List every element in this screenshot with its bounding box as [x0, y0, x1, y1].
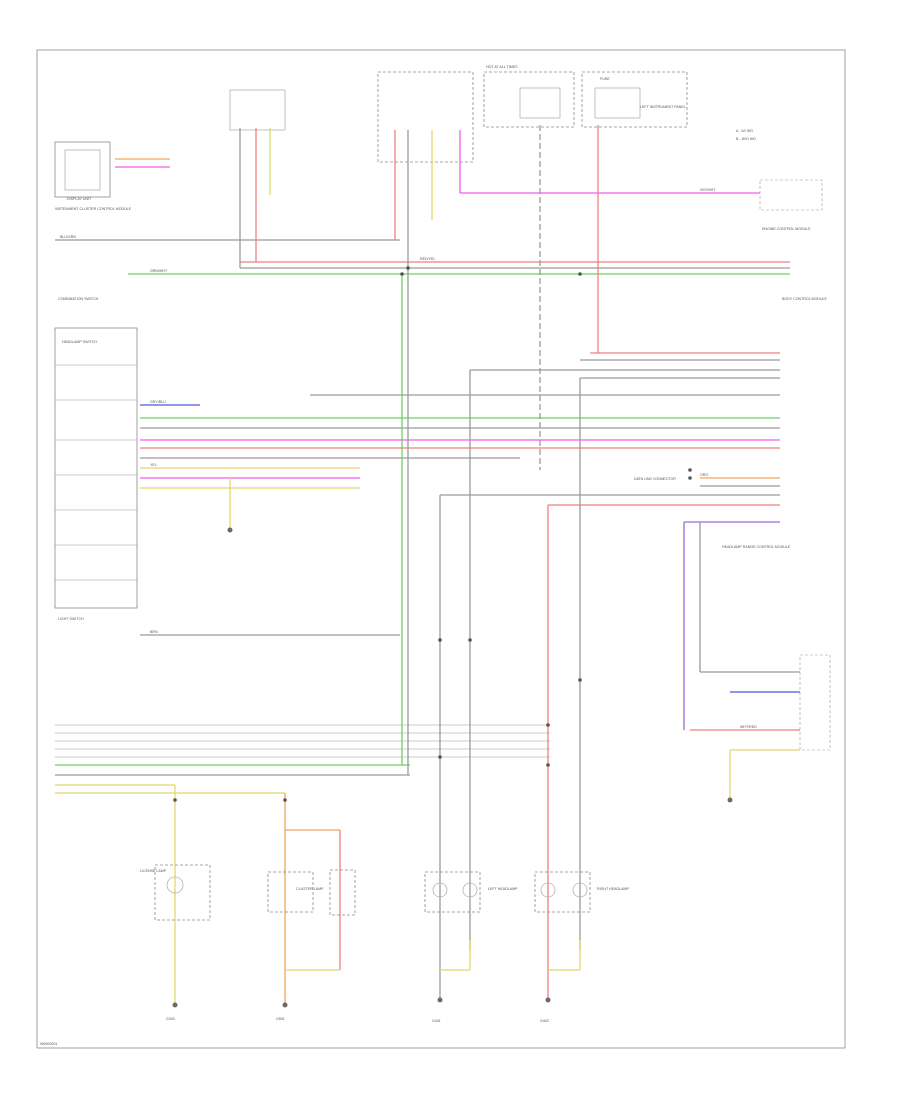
wire-label: WHT/RED — [740, 725, 757, 729]
ground-symbol — [545, 997, 551, 1003]
headlamp-switch-label: HEADLAMP SWITCH — [62, 340, 97, 344]
engine-module-label: ENGINE CONTROL MODULE — [762, 227, 811, 231]
ground-symbol — [227, 527, 233, 533]
wire-label: BRN — [150, 630, 158, 634]
wire-label: ORG — [700, 473, 708, 477]
ground-left-label: G401 — [432, 1019, 441, 1023]
ground-symbol — [727, 797, 733, 803]
combination-switch-label: COMBINATION SWITCH — [58, 297, 99, 301]
display-label: DISPLAY UNIT — [67, 197, 92, 201]
fuse-panel-label: LEFT INSTRUMENT PANEL — [640, 105, 686, 109]
right-headlamp-label: RIGHT HEADLAMP — [597, 887, 629, 891]
wire-label: GRN/WHT — [150, 269, 168, 273]
top-components — [229, 71, 688, 163]
ground-main-label: G303 — [166, 1017, 175, 1021]
splices — [173, 266, 692, 802]
note-a: A - W/ HID — [736, 129, 753, 133]
instr-cluster-label: INSTRUMENT CLUSTER CONTROL MODULE — [55, 207, 132, 211]
license-lamp-label: LICENSE LAMP — [140, 869, 167, 873]
vertical-wires — [174, 125, 731, 1005]
ground-symbol — [282, 1002, 288, 1008]
right-modules: ENGINE CONTROL MODULE BODY CONTROL MODUL… — [486, 65, 831, 751]
lamp-components: LICENSE LAMP CLUSTER LAMP LEFT HEADLAMP … — [140, 864, 629, 921]
horizontal-wires — [55, 158, 800, 794]
wire-label: BLU/GRN — [60, 235, 76, 239]
diagram-frame — [36, 49, 846, 1049]
hid-module-label: HEADLAMP RANGE CONTROL MODULE — [722, 545, 791, 549]
wire-label: YEL — [150, 463, 157, 467]
wire-label: VIO/WHT — [700, 188, 716, 192]
light-switch-label: LIGHT SWITCH — [58, 617, 84, 621]
page-code: W0000001 — [40, 1042, 57, 1046]
left-headlamp-label: LEFT HEADLAMP — [488, 887, 518, 891]
hot-at-all-label: HOT AT ALL TIMES — [486, 65, 518, 69]
ground-right-label: G402 — [540, 1019, 549, 1023]
bcm-label: BODY CONTROL MODULE — [782, 297, 828, 301]
grounds: G303 G501 G401 G402 — [166, 527, 733, 1023]
ground-center-label: G501 — [276, 1017, 285, 1021]
note-b: B - W/O HID — [736, 137, 756, 141]
light-switch-module: COMBINATION SWITCH HEADLAMP SWITCH LIGHT… — [54, 297, 138, 621]
wire-label: GRY/BLU — [150, 400, 166, 404]
wire-labels: GRN/WHT RED/YEL BLU/GRN VIO/WHT GRY/BLU … — [60, 188, 757, 729]
ground-symbol — [437, 997, 443, 1003]
fuse-block-label: FUSE — [600, 77, 610, 81]
ground-symbol — [172, 1002, 178, 1008]
data-link-label: DATA LINK CONNECTOR — [634, 477, 676, 481]
wire-label: RED/YEL — [420, 257, 435, 261]
instrument-cluster-module: INSTRUMENT CLUSTER CONTROL MODULE DISPLA… — [54, 141, 132, 211]
cluster-lamp-label: CLUSTER LAMP — [296, 887, 324, 891]
